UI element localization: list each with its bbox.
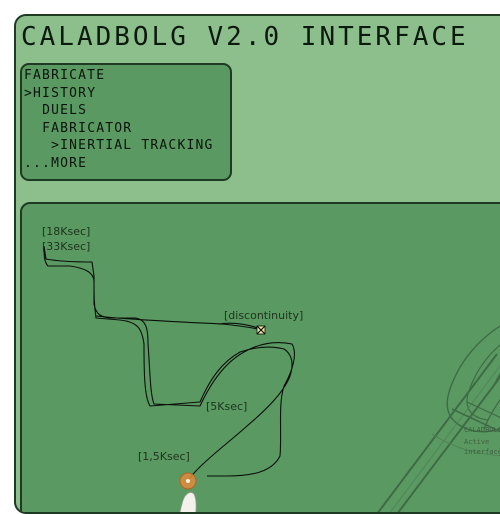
menu-item-prefix bbox=[24, 103, 42, 118]
sword-engraving-line3: interface bbox=[464, 448, 500, 456]
menu-item-prefix: ... bbox=[24, 155, 52, 171]
player-avatar-icon bbox=[179, 492, 197, 512]
menu-item-label: FABRICATE bbox=[24, 68, 106, 83]
movement-track bbox=[43, 245, 295, 483]
menu-item-label: MORE bbox=[51, 155, 88, 171]
menu-item-label: HISTORY bbox=[33, 85, 97, 101]
sword-engraving-line2: Active bbox=[464, 438, 489, 446]
menu-item-inertial-tracking[interactable]: >INERTIAL TRACKING bbox=[24, 137, 230, 155]
movement-track-branch bbox=[95, 315, 263, 331]
time-label-1-5ksec: [1,5Ksec] bbox=[138, 450, 190, 463]
menu-item-label: DUELS bbox=[42, 103, 88, 119]
menu-item-prefix bbox=[24, 121, 42, 136]
tracking-map-canvas: CALADBOLG Active interface [18Ksec] [33K… bbox=[42, 225, 500, 512]
menu-item-duels[interactable]: DUELS bbox=[24, 102, 230, 120]
time-label-33ksec: [33Ksec] bbox=[42, 240, 90, 253]
menu-item-label: FABRICATOR bbox=[42, 120, 133, 136]
menu-item-fabricator[interactable]: FABRICATOR bbox=[24, 120, 230, 138]
sword-icon bbox=[377, 325, 500, 512]
navigation-menu: FABRICATE >HISTORY DUELS FABRICATOR >INE… bbox=[20, 63, 232, 181]
inertial-tracking-map[interactable]: CALADBOLG Active interface [18Ksec] [33K… bbox=[20, 202, 500, 512]
menu-item-fabricate[interactable]: FABRICATE bbox=[24, 67, 230, 85]
sword-engraving-line1: CALADBOLG bbox=[464, 426, 500, 434]
app-window: CALADBOLG V2.0 INTERFACE FABRICATE >HIST… bbox=[14, 14, 500, 514]
menu-item-prefix: > bbox=[24, 85, 34, 101]
menu-item-history[interactable]: >HISTORY bbox=[24, 85, 230, 103]
x-marker-icon[interactable] bbox=[256, 325, 266, 335]
app-title: CALADBOLG V2.0 INTERFACE bbox=[21, 22, 469, 52]
menu-item-label: INERTIAL TRACKING bbox=[60, 138, 214, 154]
menu-item-more[interactable]: ...MORE bbox=[24, 155, 230, 173]
time-label-discontinuity: [discontinuity] bbox=[224, 309, 303, 322]
orange-position-marker-icon[interactable] bbox=[179, 472, 197, 490]
time-label-5ksec: [5Ksec] bbox=[206, 400, 247, 413]
time-label-18ksec: [18Ksec] bbox=[42, 225, 90, 238]
menu-item-prefix: > bbox=[24, 138, 61, 154]
